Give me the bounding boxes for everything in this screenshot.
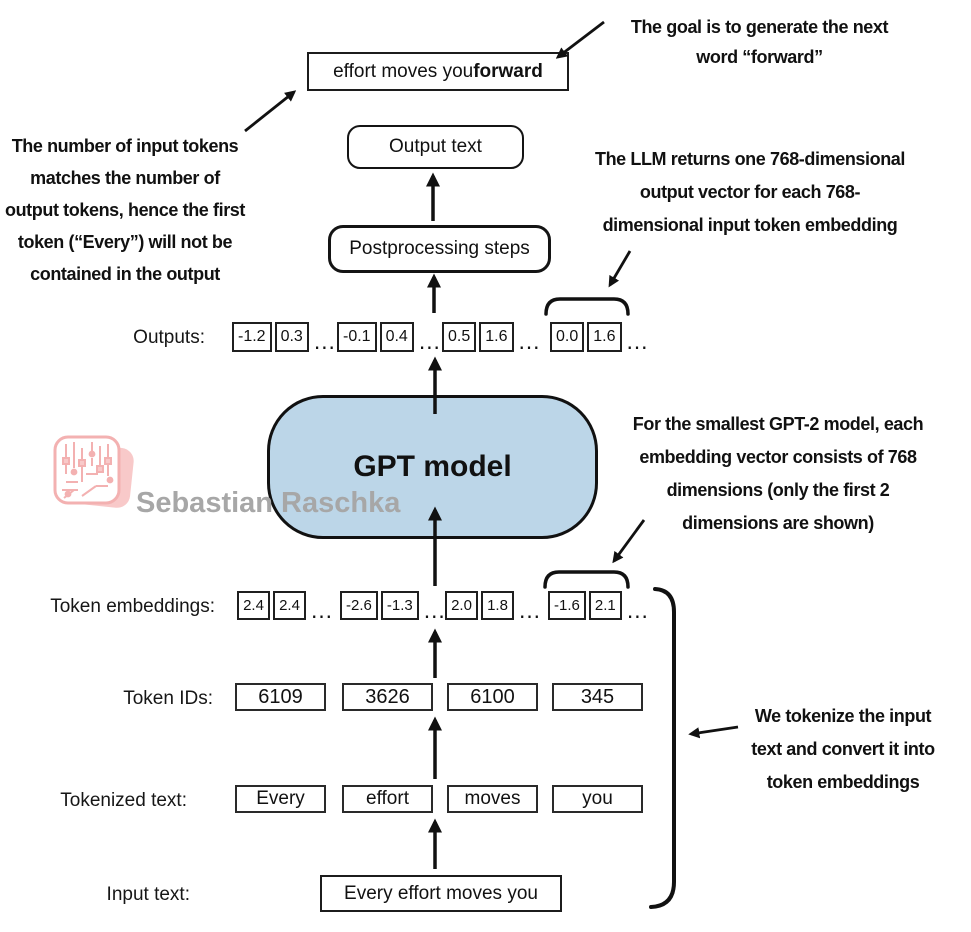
generated-text: effort moves you: [333, 60, 474, 82]
output-text-box: Output text: [347, 125, 524, 169]
output-value: 1.6: [479, 322, 514, 352]
embeddings-group-4: -1.6 2.1 …: [548, 591, 650, 623]
arrow-llm-note: [608, 250, 632, 288]
output-value: -1.2: [232, 322, 272, 352]
note-goal-line2: word “forward”: [696, 47, 823, 67]
note-tokenize-line2: text and convert it into: [751, 739, 935, 759]
embeddings-group-2: -2.6 -1.3 …: [340, 591, 447, 623]
output-value: 0.0: [550, 322, 585, 352]
note-llm-returns: The LLM returns one 768-dimensional outp…: [580, 143, 920, 242]
note-gpt2-dims: For the smallest GPT-2 model, each embed…: [608, 408, 948, 540]
outputs-group-4: 0.0 1.6 …: [550, 322, 650, 354]
token-word-box-4: you: [552, 785, 643, 813]
note-llm-line1: The LLM returns one 768-dimensional: [594, 149, 906, 169]
embeddings-dim-brace: [543, 570, 630, 589]
note-gpt2-line1: For the smallest GPT-2 model, each: [632, 414, 924, 434]
ellipsis: …: [310, 596, 334, 623]
postprocessing-box: Postprocessing steps: [328, 225, 551, 273]
embedding-value: 2.1: [588, 591, 622, 620]
token-word-box-1: Every: [235, 785, 326, 813]
input-row-label: Input text:: [106, 884, 190, 905]
token-id-box-4: 345: [552, 683, 643, 711]
note-llm-line2: output vector for each 768-: [639, 182, 861, 202]
token-id-box-1: 6109: [235, 683, 326, 711]
note-io-line2: matches the number of: [30, 168, 220, 188]
note-io-count: The number of input tokens matches the n…: [0, 130, 250, 290]
outputs-dim-brace: [544, 297, 630, 316]
tokenize-bracket: [649, 587, 676, 909]
output-value: -0.1: [337, 322, 377, 352]
note-goal: The goal is to generate the next word “f…: [592, 12, 927, 72]
arrow-io-note: [244, 90, 297, 133]
note-tokenize-line3: token embeddings: [766, 772, 920, 792]
input-text-box: Every effort moves you: [320, 875, 562, 912]
logo-circuit-traces: [62, 442, 114, 499]
note-io-line3: output tokens, hence the first: [4, 200, 246, 220]
ellipsis: …: [625, 596, 650, 623]
embedding-value: 1.8: [481, 591, 514, 620]
raschka-logo: [53, 435, 134, 508]
ellipsis: …: [517, 328, 542, 354]
outputs-row-label: Outputs:: [133, 327, 205, 348]
generated-text-box: effort moves you forward: [307, 52, 569, 91]
note-gpt2-line3: dimensions (only the first 2: [666, 480, 890, 500]
output-value: 0.3: [274, 322, 309, 352]
embedding-value: 2.4: [273, 591, 306, 620]
token-ids-row-label: Token IDs:: [123, 688, 213, 709]
note-tokenize: We tokenize the input text and convert i…: [718, 700, 968, 799]
embedding-value: 2.0: [445, 591, 478, 620]
postprocessing-label: Postprocessing steps: [349, 238, 530, 259]
outputs-group-3: 0.5 1.6 …: [442, 322, 542, 354]
output-text-label: Output text: [389, 136, 482, 157]
ellipsis: …: [417, 328, 442, 354]
watermark-author: Sebastian Raschka: [136, 487, 401, 519]
token-word-box-3: moves: [447, 785, 538, 813]
note-llm-line3: dimensional input token embedding: [602, 215, 898, 235]
embedding-value: 2.4: [237, 591, 270, 620]
output-value: 0.4: [379, 322, 414, 352]
gpt-model-label: GPT model: [353, 450, 512, 483]
tokenized-row-label: Tokenized text:: [60, 790, 187, 811]
ellipsis: …: [518, 596, 542, 623]
note-io-line5: contained in the output: [30, 264, 220, 284]
note-goal-line1: The goal is to generate the next: [630, 17, 889, 37]
note-tokenize-line1: We tokenize the input: [754, 706, 932, 726]
ellipsis: …: [625, 328, 650, 354]
generated-text-new-word: forward: [473, 60, 543, 82]
note-gpt2-line2: embedding vector consists of 768: [639, 447, 917, 467]
token-id-box-3: 6100: [447, 683, 538, 711]
embeddings-row-label: Token embeddings:: [50, 596, 215, 617]
outputs-group-2: -0.1 0.4 …: [337, 322, 442, 354]
token-word-box-2: effort: [342, 785, 433, 813]
outputs-group-1: -1.2 0.3 …: [232, 322, 337, 354]
embedding-value: -1.3: [380, 591, 419, 620]
note-io-line1: The number of input tokens: [11, 136, 239, 156]
embeddings-group-3: 2.0 1.8 …: [445, 591, 542, 623]
output-value: 1.6: [587, 322, 622, 352]
embedding-value: -2.6: [340, 591, 378, 620]
note-io-line4: token (“Every”) will not be: [17, 232, 233, 252]
ellipsis: …: [312, 328, 337, 354]
ellipsis: …: [422, 596, 447, 623]
output-value: 0.5: [442, 322, 477, 352]
note-gpt2-line4: dimensions are shown): [682, 513, 874, 533]
token-id-box-2: 3626: [342, 683, 433, 711]
embeddings-group-1: 2.4 2.4 …: [237, 591, 334, 623]
embedding-value: -1.6: [548, 591, 586, 620]
